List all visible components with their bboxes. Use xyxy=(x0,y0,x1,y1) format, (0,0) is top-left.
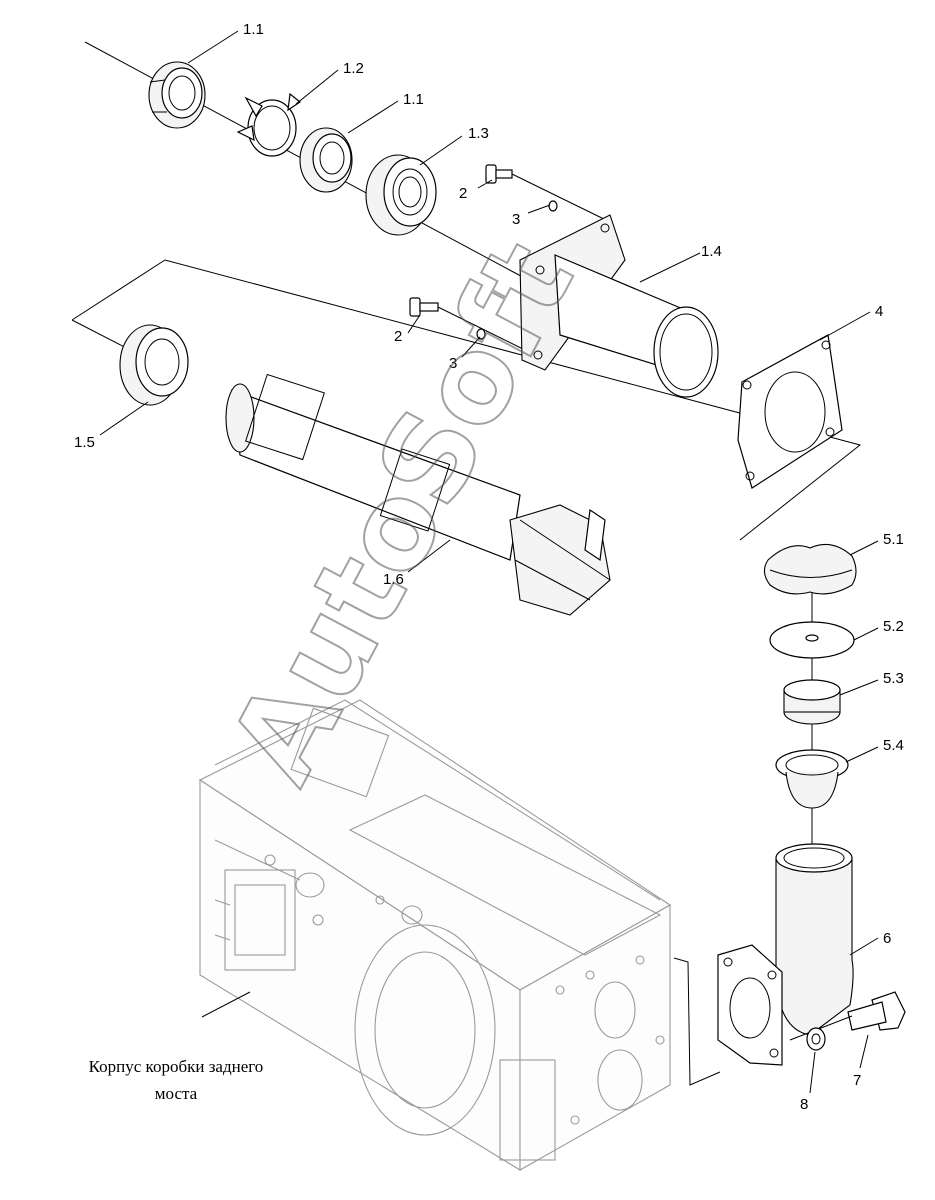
filter-5-3 xyxy=(783,679,841,725)
callout-1-2: 1.2 xyxy=(343,60,364,77)
washer-5-2 xyxy=(769,621,855,659)
callout-5-4: 5.4 xyxy=(883,737,904,754)
callout-5-2: 5.2 xyxy=(883,618,904,635)
callout-6: 6 xyxy=(883,930,891,947)
rear-axle-housing xyxy=(198,699,672,1171)
elbow-pipe-6 xyxy=(717,843,854,1066)
callout-1-3: 1.3 xyxy=(468,125,489,142)
bolt-7 xyxy=(789,991,906,1041)
callout-5-3: 5.3 xyxy=(883,670,904,687)
bearing-1-5 xyxy=(119,324,189,406)
caption-leader xyxy=(201,991,251,1018)
strainer-5-4 xyxy=(775,749,849,809)
caption-line-1: Корпус коробки заднего xyxy=(89,1057,264,1076)
callout-8: 8 xyxy=(800,1096,808,1113)
callout-1-5: 1.5 xyxy=(74,434,95,451)
nut-1-1-top xyxy=(148,61,206,129)
callout-3-lower: 3 xyxy=(449,355,457,372)
callout-1-6: 1.6 xyxy=(383,571,404,588)
callout-1-1-top: 1.1 xyxy=(243,21,264,38)
sleeve-1-4 xyxy=(519,214,719,398)
shaft-1-6 xyxy=(225,373,611,616)
callout-5-1: 5.1 xyxy=(883,531,904,548)
callout-7: 7 xyxy=(853,1072,861,1089)
washer-8 xyxy=(806,1027,826,1051)
callout-2-upper: 2 xyxy=(459,185,467,202)
callout-4: 4 xyxy=(875,303,883,320)
bolt-2-upper xyxy=(485,164,611,223)
cap-5-1 xyxy=(763,543,857,595)
nut-1-1-second xyxy=(299,127,353,193)
washer-3-upper xyxy=(548,200,558,212)
bearing-1-3 xyxy=(365,154,437,236)
gasket-4 xyxy=(737,334,843,489)
lock-washer-1-2 xyxy=(236,92,302,157)
washer-3-lower xyxy=(476,328,486,340)
callout-3-upper: 3 xyxy=(512,211,520,228)
pipe-mount-leader xyxy=(673,957,721,1086)
callout-leaders xyxy=(99,30,879,1094)
callout-1-4: 1.4 xyxy=(701,243,722,260)
callout-1-1-second: 1.1 xyxy=(403,91,424,108)
callout-2-lower: 2 xyxy=(394,328,402,345)
caption-line-2: моста xyxy=(155,1084,198,1103)
